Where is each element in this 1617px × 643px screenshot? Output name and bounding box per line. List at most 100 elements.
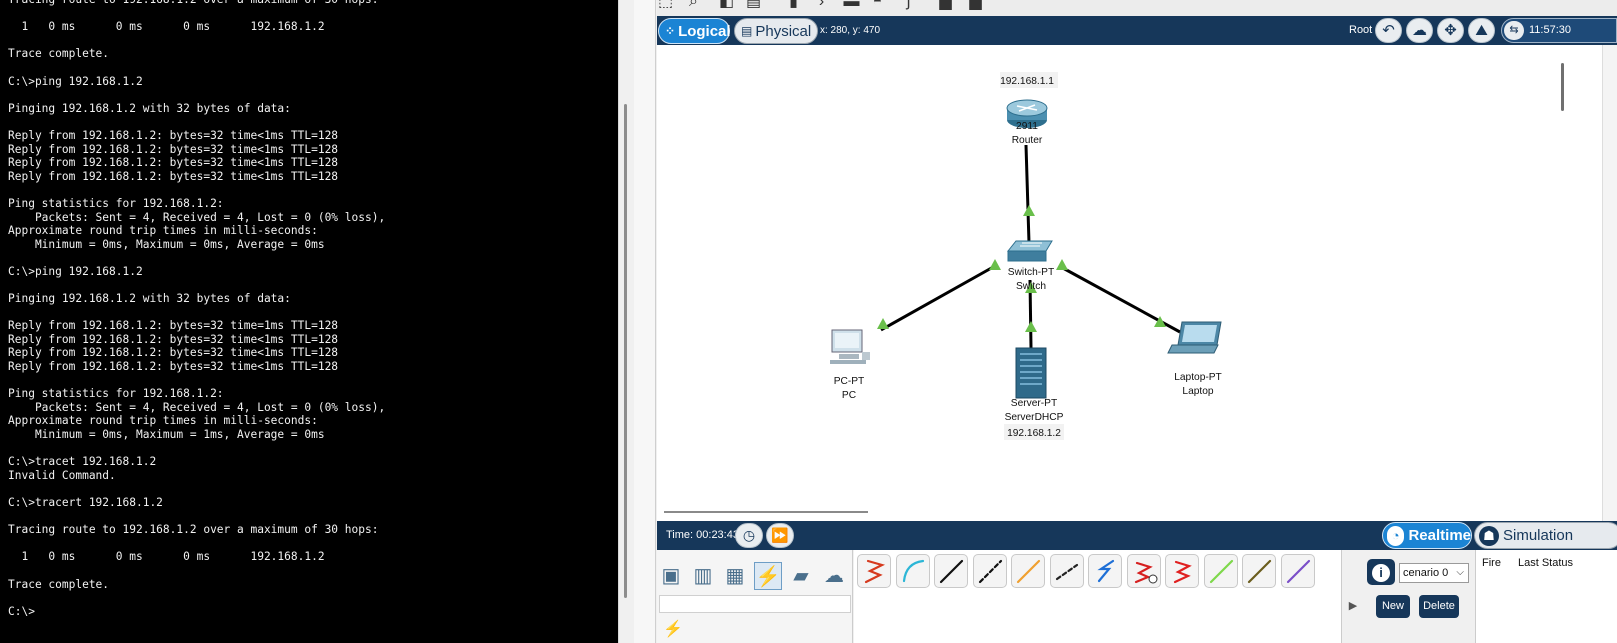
octal-cable-icon[interactable] <box>1203 554 1238 588</box>
serial-dte-cable-icon[interactable] <box>1165 554 1199 588</box>
serial-dce-cable-icon[interactable] <box>1126 554 1161 588</box>
terminal-line <box>8 183 618 197</box>
tab-simulation[interactable]: ☗ Simulation <box>1474 522 1617 549</box>
workspace-scroll-track[interactable] <box>1603 45 1617 521</box>
multiuser-icon[interactable]: ☁ <box>824 565 844 587</box>
tab-logical[interactable]: ⁘ Logical <box>658 18 731 44</box>
straight-through-cable-icon[interactable] <box>934 554 968 588</box>
draw-rectangle-icon[interactable]: ▬ <box>843 0 860 10</box>
terminal-line: Minimum = 0ms, Maximum = 0ms, Average = … <box>8 237 325 251</box>
move-object-icon[interactable]: ✥ <box>1437 18 1464 43</box>
automatic-cable-icon[interactable] <box>857 554 891 588</box>
console-cable-icon[interactable] <box>895 554 930 588</box>
usb-cable-icon[interactable] <box>1280 554 1315 588</box>
crossover-cable-icon-glyph <box>978 559 1002 584</box>
link-light <box>877 318 889 329</box>
tab-realtime-label: Realtime <box>1408 527 1471 544</box>
draw-ellipse-icon[interactable]: ◓ <box>872 0 883 10</box>
back-icon[interactable]: ↶ <box>1375 18 1402 43</box>
miscellaneous-icon[interactable]: ▰ <box>793 565 809 587</box>
select-tool-icon[interactable]: ⬚ <box>657 0 674 10</box>
components-icon[interactable]: ▦ <box>725 565 745 587</box>
physical-icon: ▤ <box>741 24 753 38</box>
terminal-line: C:\>tracert 192.168.1.2 <box>8 495 163 509</box>
note-tool-icon[interactable]: ▮ <box>789 0 798 10</box>
tab-realtime[interactable]: ◔ Realtime <box>1382 522 1472 549</box>
pc-icon-mouse <box>862 352 870 360</box>
terminal-line <box>8 88 618 102</box>
draw-line-icon[interactable]: › <box>818 0 825 10</box>
network-topology[interactable]: 192.168.1.12911RouterSwitch-PTSwitchPC-P… <box>657 45 1603 521</box>
link-light <box>1023 205 1035 216</box>
terminal-line: Reply from 192.168.1.2: bytes=32 time<1m… <box>8 128 339 142</box>
server-icon-slot <box>1020 359 1042 361</box>
terminal-line: Packets: Sent = 4, Received = 4, Lost = … <box>8 400 386 414</box>
automatic-cable-icon-glyph <box>864 559 886 584</box>
viewport-icon: ⇆ <box>1504 21 1524 40</box>
scenario-select[interactable]: cenario 0 ⌵ <box>1399 563 1469 583</box>
tab-physical[interactable]: ▤ Physical <box>734 18 818 44</box>
tab-logical-label: Logical <box>678 22 731 40</box>
resize-tool-icon[interactable]: ▤ <box>745 0 762 10</box>
end-devices-icon[interactable]: ▥ <box>693 565 713 587</box>
fast-forward-icon[interactable]: ⏩ <box>766 523 794 548</box>
add-complex-pdu-icon[interactable]: ▆ <box>969 0 982 10</box>
root-breadcrumb[interactable]: Root <box>1349 24 1373 36</box>
cable-stroke <box>1173 560 1192 584</box>
terminal-line: Reply from 192.168.1.2: bytes=32 time<1m… <box>8 346 339 360</box>
terminal-line <box>8 251 618 265</box>
terminal-line: Reply from 192.168.1.2: bytes=32 time<1m… <box>8 169 339 183</box>
expand-arrow-icon[interactable]: ▶ <box>1348 600 1358 612</box>
console-cable-icon-glyph <box>902 559 924 583</box>
crossover-cable-icon[interactable] <box>972 554 1007 588</box>
delete-scenario-button[interactable]: Delete <box>1419 595 1459 618</box>
terminal-line: C:\> <box>8 604 35 618</box>
tab-simulation-label: Simulation <box>1503 527 1574 544</box>
serial-dte-cable-icon-glyph <box>1173 560 1192 584</box>
realtime-icon: ◔ <box>1387 525 1405 546</box>
add-simple-pdu-icon[interactable]: ▆ <box>939 0 952 10</box>
cable-stroke <box>1209 559 1233 584</box>
pc-model-label: PC-PT <box>834 376 865 387</box>
workspace-horizontal-scrollbar[interactable] <box>664 511 868 513</box>
connections-icon[interactable]: ⚡ <box>754 562 782 590</box>
connections-subcategory-icon[interactable]: ⚡ <box>663 621 683 638</box>
device-search-input[interactable] <box>659 595 851 613</box>
power-cycle-icon[interactable]: ◷ <box>735 523 763 548</box>
inspect-icon[interactable]: ⌕ <box>689 0 698 10</box>
coaxial-cable-icon-glyph <box>1097 559 1115 583</box>
new-scenario-button[interactable]: New <box>1376 595 1410 618</box>
fiber-cable-icon[interactable] <box>1011 554 1045 588</box>
terminal-line <box>8 482 618 496</box>
terminal-line <box>8 510 618 524</box>
coaxial-cable-icon[interactable] <box>1088 554 1122 588</box>
link-cable <box>880 264 996 332</box>
link-light <box>1056 259 1068 270</box>
phone-cable-icon[interactable] <box>1049 554 1084 588</box>
terminal-line: Minimum = 0ms, Maximum = 1ms, Average = … <box>8 428 325 441</box>
terminal-line <box>8 537 618 551</box>
command-prompt-terminal[interactable]: Tracing route to 192.168.1.2 over a maxi… <box>0 0 618 643</box>
new-cluster-icon[interactable]: ☁ <box>1406 18 1433 43</box>
set-background-icon[interactable]: ⛰ <box>1468 18 1495 43</box>
router-ip-background <box>1000 72 1058 88</box>
network-devices-icon[interactable]: ▣ <box>661 565 681 587</box>
terminal-line: Approximate round trip times in milli-se… <box>8 414 318 428</box>
switch-icon-front <box>1007 250 1047 262</box>
iot-custom-cable-icon[interactable] <box>1242 554 1276 588</box>
server-ip-background <box>1004 424 1064 440</box>
pc-name-label: PC <box>842 390 856 401</box>
terminal-scrollbar-thumb[interactable] <box>624 104 627 598</box>
switch-name-label: Switch <box>1016 281 1046 292</box>
usb-cable-icon-glyph <box>1286 559 1310 584</box>
simulation-icon: ☗ <box>1479 525 1499 546</box>
cable-stroke <box>978 559 1002 584</box>
viewport-clock[interactable]: ⇆ 11:57:30 <box>1501 18 1617 43</box>
workspace-vertical-scrollbar[interactable] <box>1561 63 1564 111</box>
terminal-line: Trace complete. <box>8 47 110 61</box>
server-icon-slot <box>1020 377 1042 379</box>
freeform-icon[interactable]: ʃ <box>906 0 911 10</box>
scenario-info-button[interactable]: i <box>1367 559 1395 585</box>
delete-tool-icon[interactable]: ◧ <box>718 0 735 10</box>
